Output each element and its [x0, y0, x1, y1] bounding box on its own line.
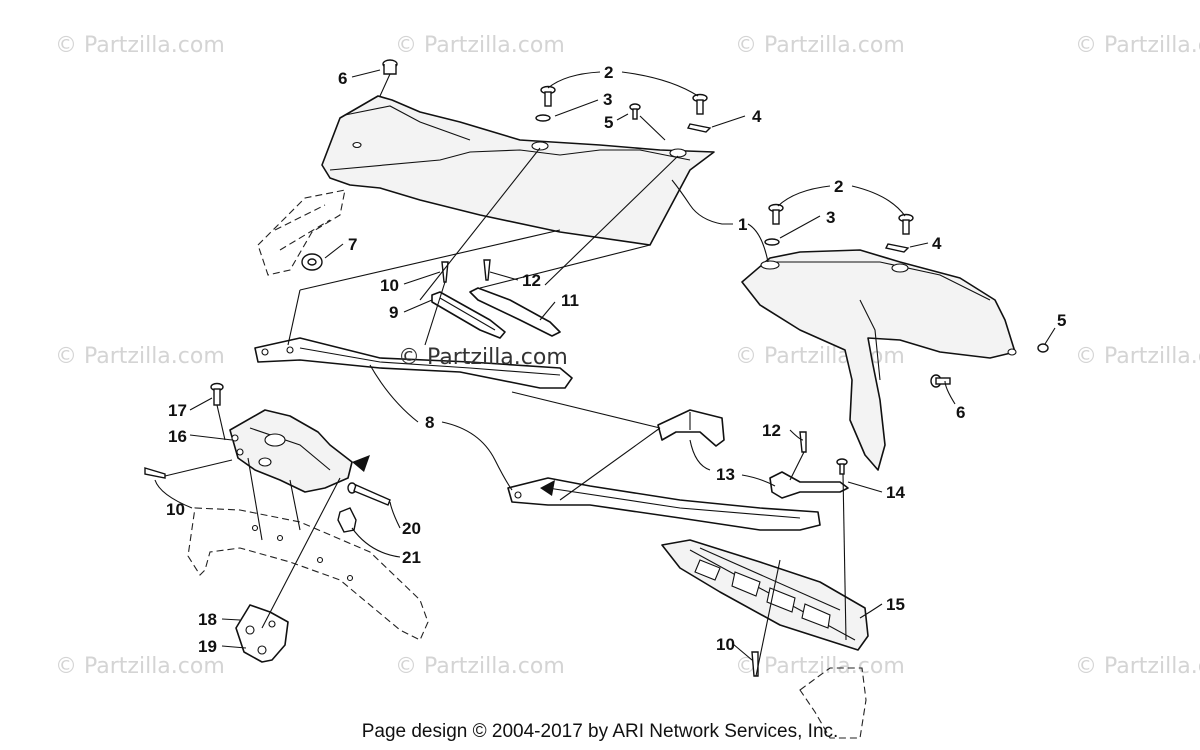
- page-footer: Page design © 2004-2017 by ARI Network S…: [361, 721, 839, 742]
- clip-4-right: [884, 243, 910, 253]
- bolt-2-right-left: [768, 203, 784, 225]
- rivet-10-bottom: [751, 651, 759, 677]
- rivet-12-right: [799, 431, 807, 453]
- callout: 17: [168, 401, 187, 420]
- callout: 10: [380, 276, 399, 295]
- hardware: [144, 59, 1049, 677]
- watermark: © Partzilla.com: [735, 33, 905, 58]
- watermark: © Partzilla.com: [395, 654, 565, 679]
- screw-5-right: [1037, 343, 1049, 353]
- bolt-2-right-right: [898, 213, 914, 235]
- bolt-17: [210, 382, 224, 406]
- frame-reference-upper-left: [257, 189, 346, 276]
- bolt-20: [347, 482, 391, 506]
- callout: 4: [752, 107, 762, 126]
- callout: 9: [389, 303, 398, 322]
- watermark: © Partzilla.com: [735, 344, 905, 369]
- callout: 4: [932, 234, 942, 253]
- watermark: © Partzilla.com: [55, 344, 225, 369]
- frame-reference-lower-left: [187, 507, 429, 641]
- watermark: © Partzilla.com: [1075, 654, 1200, 679]
- bolt-2-top-left: [540, 85, 556, 107]
- washer-3-right: [764, 238, 780, 246]
- part-13-bracket: [657, 409, 725, 447]
- callout: 2: [604, 63, 613, 82]
- callout: 19: [198, 637, 217, 656]
- callout: 12: [762, 421, 781, 440]
- part-1-left-panel: [321, 95, 715, 246]
- part-1-right-panel: [741, 249, 1017, 471]
- callout: 11: [561, 291, 579, 310]
- alignment-lines: [164, 147, 847, 677]
- callout: 7: [348, 235, 357, 254]
- callout: 13: [716, 465, 735, 484]
- callout: 5: [604, 113, 613, 132]
- clip-4-top: [686, 123, 712, 133]
- callout: 16: [168, 427, 187, 446]
- rivet-12-top: [483, 259, 491, 281]
- callout: 15: [886, 595, 905, 614]
- clip-nut-21: [337, 507, 357, 533]
- callout: 20: [402, 519, 421, 538]
- watermark: © Partzilla.com: [1075, 344, 1200, 369]
- nut-7: [301, 253, 323, 271]
- callout: 1: [738, 215, 747, 234]
- callout: 6: [956, 403, 965, 422]
- callout: 8: [425, 413, 434, 432]
- callout: 18: [198, 610, 217, 629]
- callout: 12: [522, 271, 541, 290]
- screw-14: [836, 458, 848, 475]
- watermark: © Partzilla.com: [395, 33, 565, 58]
- watermark: © Partzilla.com: [55, 33, 225, 58]
- callout: 10: [716, 635, 735, 654]
- callouts: 1 2 2 3 3 4 4 5 5 6 6 7 8 9 10 10 10 10 …: [166, 63, 1066, 656]
- rivet-10-left: [144, 467, 166, 479]
- watermark: © Partzilla.com: [1075, 33, 1200, 58]
- part-18-plate: [235, 604, 289, 663]
- center-watermark: © Partzilla.com: [398, 345, 568, 370]
- part-11-strap: [469, 287, 561, 337]
- screw-5-top: [629, 103, 641, 120]
- callout: 6: [338, 69, 347, 88]
- part-8-upper-arm: [254, 337, 573, 389]
- callout: 3: [826, 208, 835, 227]
- part-9-strap: [431, 291, 506, 339]
- bolt-6-top: [379, 59, 398, 97]
- watermarks: © Partzilla.com © Partzilla.com © Partzi…: [55, 33, 1200, 679]
- part-15-foot-plate: [661, 539, 869, 651]
- callout: 2: [834, 177, 843, 196]
- part-8-lower-arm: [507, 477, 821, 531]
- watermark: © Partzilla.com: [55, 654, 225, 679]
- callout: 3: [603, 90, 612, 109]
- callout: 5: [1057, 311, 1066, 330]
- part-16-mount-bracket: [229, 409, 370, 493]
- bolt-2-top-right: [692, 93, 708, 115]
- part-14-strap: [769, 471, 849, 499]
- callout: 21: [402, 548, 421, 567]
- leader-lines: [154, 69, 1056, 661]
- bolt-6-right: [930, 374, 951, 388]
- callout: 14: [886, 483, 905, 502]
- callout: 10: [166, 500, 185, 519]
- washer-3-top: [535, 114, 551, 122]
